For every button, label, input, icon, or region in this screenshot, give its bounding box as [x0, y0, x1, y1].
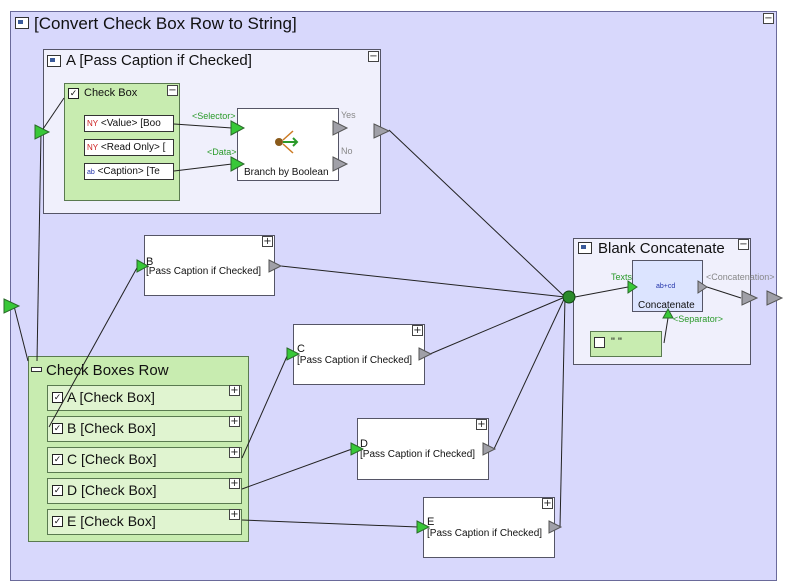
pass-node-c-letter: C: [297, 343, 305, 355]
concatenate-node-label: Concatenate: [638, 300, 695, 311]
pass-node-d-label: [Pass Caption if Checked]: [360, 449, 476, 460]
row-item-a-expand-button[interactable]: +: [229, 385, 240, 396]
concatenation-port-label: <Concatenation>: [706, 272, 775, 282]
no-port-label: No: [341, 146, 353, 156]
row-item-b-expand-button[interactable]: +: [229, 416, 240, 427]
check-boxes-row-title: Check Boxes Row: [46, 362, 169, 379]
row-item-b-check-icon: ✓: [52, 423, 63, 434]
separator-value: " ": [611, 336, 622, 348]
input-port: [136, 259, 150, 273]
concat-panel-title: Blank Concatenate: [598, 240, 725, 257]
data-port-label: <Data>: [207, 147, 237, 157]
concatenate-icon: ab+cd: [656, 283, 676, 290]
row-item-c-label: C [Check Box]: [67, 451, 157, 467]
row-item-d[interactable]: [47, 478, 242, 504]
checkbox-node-title: Check Box: [84, 87, 138, 99]
pass-node-e-expand-button[interactable]: +: [542, 498, 553, 509]
row-item-b[interactable]: [47, 416, 242, 442]
output-port: [548, 520, 563, 534]
row-item-a-label: A [Check Box]: [67, 389, 155, 405]
input-port: [3, 298, 21, 314]
panel-a-frame-icon: [47, 55, 61, 67]
pass-node-c-label: [Pass Caption if Checked]: [297, 355, 413, 366]
output-port: [373, 123, 391, 139]
pass-node-b-letter: B: [146, 256, 154, 268]
input-port: [34, 124, 51, 140]
output-port: [268, 259, 283, 273]
concat-frame-icon: [578, 242, 592, 254]
yes-port-label: Yes: [341, 110, 356, 120]
branch-icon: [271, 127, 301, 157]
row-item-d-expand-button[interactable]: +: [229, 478, 240, 489]
pass-node-d-letter: D: [360, 438, 368, 450]
outer-collapse-button[interactable]: −: [763, 13, 774, 24]
checkbox-readonly-field[interactable]: NY <Read Only> [: [84, 139, 174, 156]
input-port: [627, 280, 638, 294]
pass-node-e[interactable]: [423, 497, 555, 558]
branch-node[interactable]: [237, 108, 339, 181]
selector-port-label: <Selector>: [192, 111, 236, 121]
output-port: [332, 120, 349, 136]
panel-a-title: A [Pass Caption if Checked]: [66, 52, 252, 69]
port-markers: [3, 120, 784, 534]
separator-port-label: <Separator>: [673, 314, 724, 324]
output-port: [697, 280, 708, 294]
pass-node-d[interactable]: [357, 418, 489, 480]
pass-node-e-label: [Pass Caption if Checked]: [427, 528, 543, 539]
output-port: [332, 156, 349, 172]
row-item-a-check-icon: ✓: [52, 392, 63, 403]
pass-node-b[interactable]: [144, 235, 275, 296]
row-item-e-check-icon: ✓: [52, 516, 63, 527]
pass-node-e-letter: E: [427, 516, 435, 528]
output-port: [482, 442, 497, 456]
boolean-type-icon: NY: [87, 143, 99, 152]
row-item-c[interactable]: [47, 447, 242, 473]
input-port: [230, 120, 246, 136]
row-item-b-label: B [Check Box]: [67, 420, 156, 436]
row-item-e[interactable]: [47, 509, 242, 535]
text-type-icon: ab: [87, 169, 95, 176]
checkbox-value-field[interactable]: NY <Value> [Boo: [84, 115, 174, 132]
pass-node-c-expand-button[interactable]: +: [412, 325, 423, 336]
diagram-title: [Convert Check Box Row to String]: [34, 14, 297, 33]
pass-node-b-expand-button[interactable]: +: [262, 236, 273, 247]
frame-icon: [15, 17, 29, 29]
input-port: [350, 442, 365, 456]
merge-port: [562, 290, 576, 304]
checkbox-check-icon: ✓: [68, 88, 79, 99]
concat-panel-collapse-button[interactable]: −: [738, 239, 749, 250]
text-constant-icon: [594, 337, 605, 348]
row-icon: [31, 367, 42, 372]
pass-node-b-label: [Pass Caption if Checked]: [146, 266, 262, 277]
output-port: [766, 290, 784, 306]
texts-port-label: Texts: [611, 272, 633, 282]
row-item-d-label: D [Check Box]: [67, 482, 157, 498]
row-item-e-expand-button[interactable]: +: [229, 509, 240, 520]
row-item-e-label: E [Check Box]: [67, 513, 156, 529]
panel-a-collapse-button[interactable]: −: [368, 51, 379, 62]
output-port: [418, 347, 433, 361]
checkbox-caption-field[interactable]: ab <Caption> [Te: [84, 163, 174, 180]
checkbox-node-collapse-button[interactable]: −: [167, 85, 178, 96]
pass-node-d-expand-button[interactable]: +: [476, 419, 487, 430]
input-port: [286, 347, 301, 361]
input-port: [416, 520, 431, 534]
boolean-type-icon: NY: [87, 119, 99, 128]
branch-node-label: Branch by Boolean: [244, 167, 329, 178]
row-item-a[interactable]: [47, 385, 242, 411]
input-port: [230, 156, 246, 172]
output-port: [741, 290, 759, 306]
pass-node-c[interactable]: [293, 324, 425, 385]
input-port: [662, 307, 674, 319]
row-item-c-expand-button[interactable]: +: [229, 447, 240, 458]
row-item-c-check-icon: ✓: [52, 454, 63, 465]
row-item-d-check-icon: ✓: [52, 485, 63, 496]
